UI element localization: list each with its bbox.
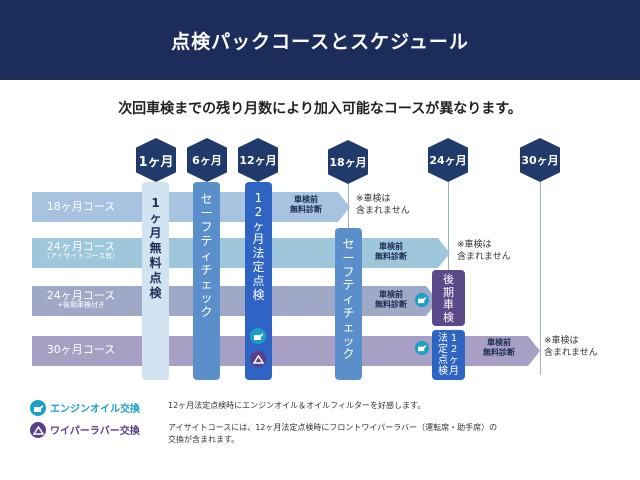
oil-can-icon	[250, 328, 266, 344]
course-label-30: 30ヶ月コース	[46, 343, 116, 356]
milestone-18-month: 18ヶ月	[328, 140, 368, 184]
milestone-6-month: 6ヶ月	[187, 138, 227, 182]
course-label-18: 18ヶ月コース	[46, 200, 116, 213]
course-label-24-late: 24ヶ月コース +後期車検付き	[46, 289, 116, 310]
pre-shaken-tag-row3: 車検前無料診断	[375, 290, 407, 309]
course-label-24: 24ヶ月コース （アイサイトコース有）	[42, 240, 120, 261]
page-subtitle: 次回車検までの残り月数により加入可能なコースが異なります。	[118, 101, 522, 117]
legend-oil-change: エンジンオイル交換 12ヶ月法定点検時にエンジンオイル＆オイルフィルターを好感し…	[30, 400, 630, 416]
column-late-shaken: 後期車検	[432, 270, 465, 326]
not-included-note-row1: ※車検は含まれません	[356, 194, 410, 216]
legend-wiper-title: ワイパーラバー交換	[50, 426, 140, 437]
not-included-note-row4: ※車検は含まれません	[544, 336, 598, 358]
legend-wiper-desc: アイサイトコースには、12ヶ月法定点検時にフロントワイパーラバー（運転席・助手席…	[168, 423, 498, 444]
column-18-month-safety-check: セーフティチェック	[335, 228, 362, 380]
milestone-12-month: 12ヶ月	[238, 138, 278, 182]
page-header: 点検パックコースとスケジュール	[0, 0, 640, 80]
pre-shaken-tag-row4: 車検前無料診断	[483, 338, 515, 357]
pre-shaken-tag-row2: 車検前無料診断	[375, 242, 407, 261]
legend-oil-title: エンジンオイル交換	[50, 404, 140, 415]
column-6-month-safety-check: セーフティチェック	[193, 182, 220, 380]
course-band-18	[32, 192, 350, 222]
milestone-30-month: 30ヶ月	[520, 138, 560, 182]
milestone-line-30	[540, 180, 541, 375]
milestone-1-month: 1ヶ月	[136, 138, 176, 182]
legal-late-text: 法定点検	[438, 333, 448, 377]
wiper-icon	[30, 422, 46, 438]
not-included-note-row2: ※車検は含まれません	[457, 240, 511, 262]
oil-can-icon	[415, 293, 429, 307]
legend-wiper-change: ワイパーラバー交換 アイサイトコースには、12ヶ月法定点検時にフロントワイパーラ…	[30, 422, 630, 452]
course-band-24	[32, 238, 450, 268]
pre-shaken-tag-row1: 車検前無料診断	[290, 195, 322, 214]
milestone-24-month: 24ヶ月	[428, 138, 468, 182]
course-band-24-late	[32, 286, 438, 316]
oil-can-icon	[30, 400, 46, 416]
page-title: 点検パックコースとスケジュール	[171, 30, 469, 53]
oil-can-icon	[415, 341, 429, 355]
wiper-icon	[250, 351, 266, 367]
legend-oil-desc: 12ヶ月法定点検時にエンジンオイル＆オイルフィルターを好感します。	[168, 401, 426, 410]
